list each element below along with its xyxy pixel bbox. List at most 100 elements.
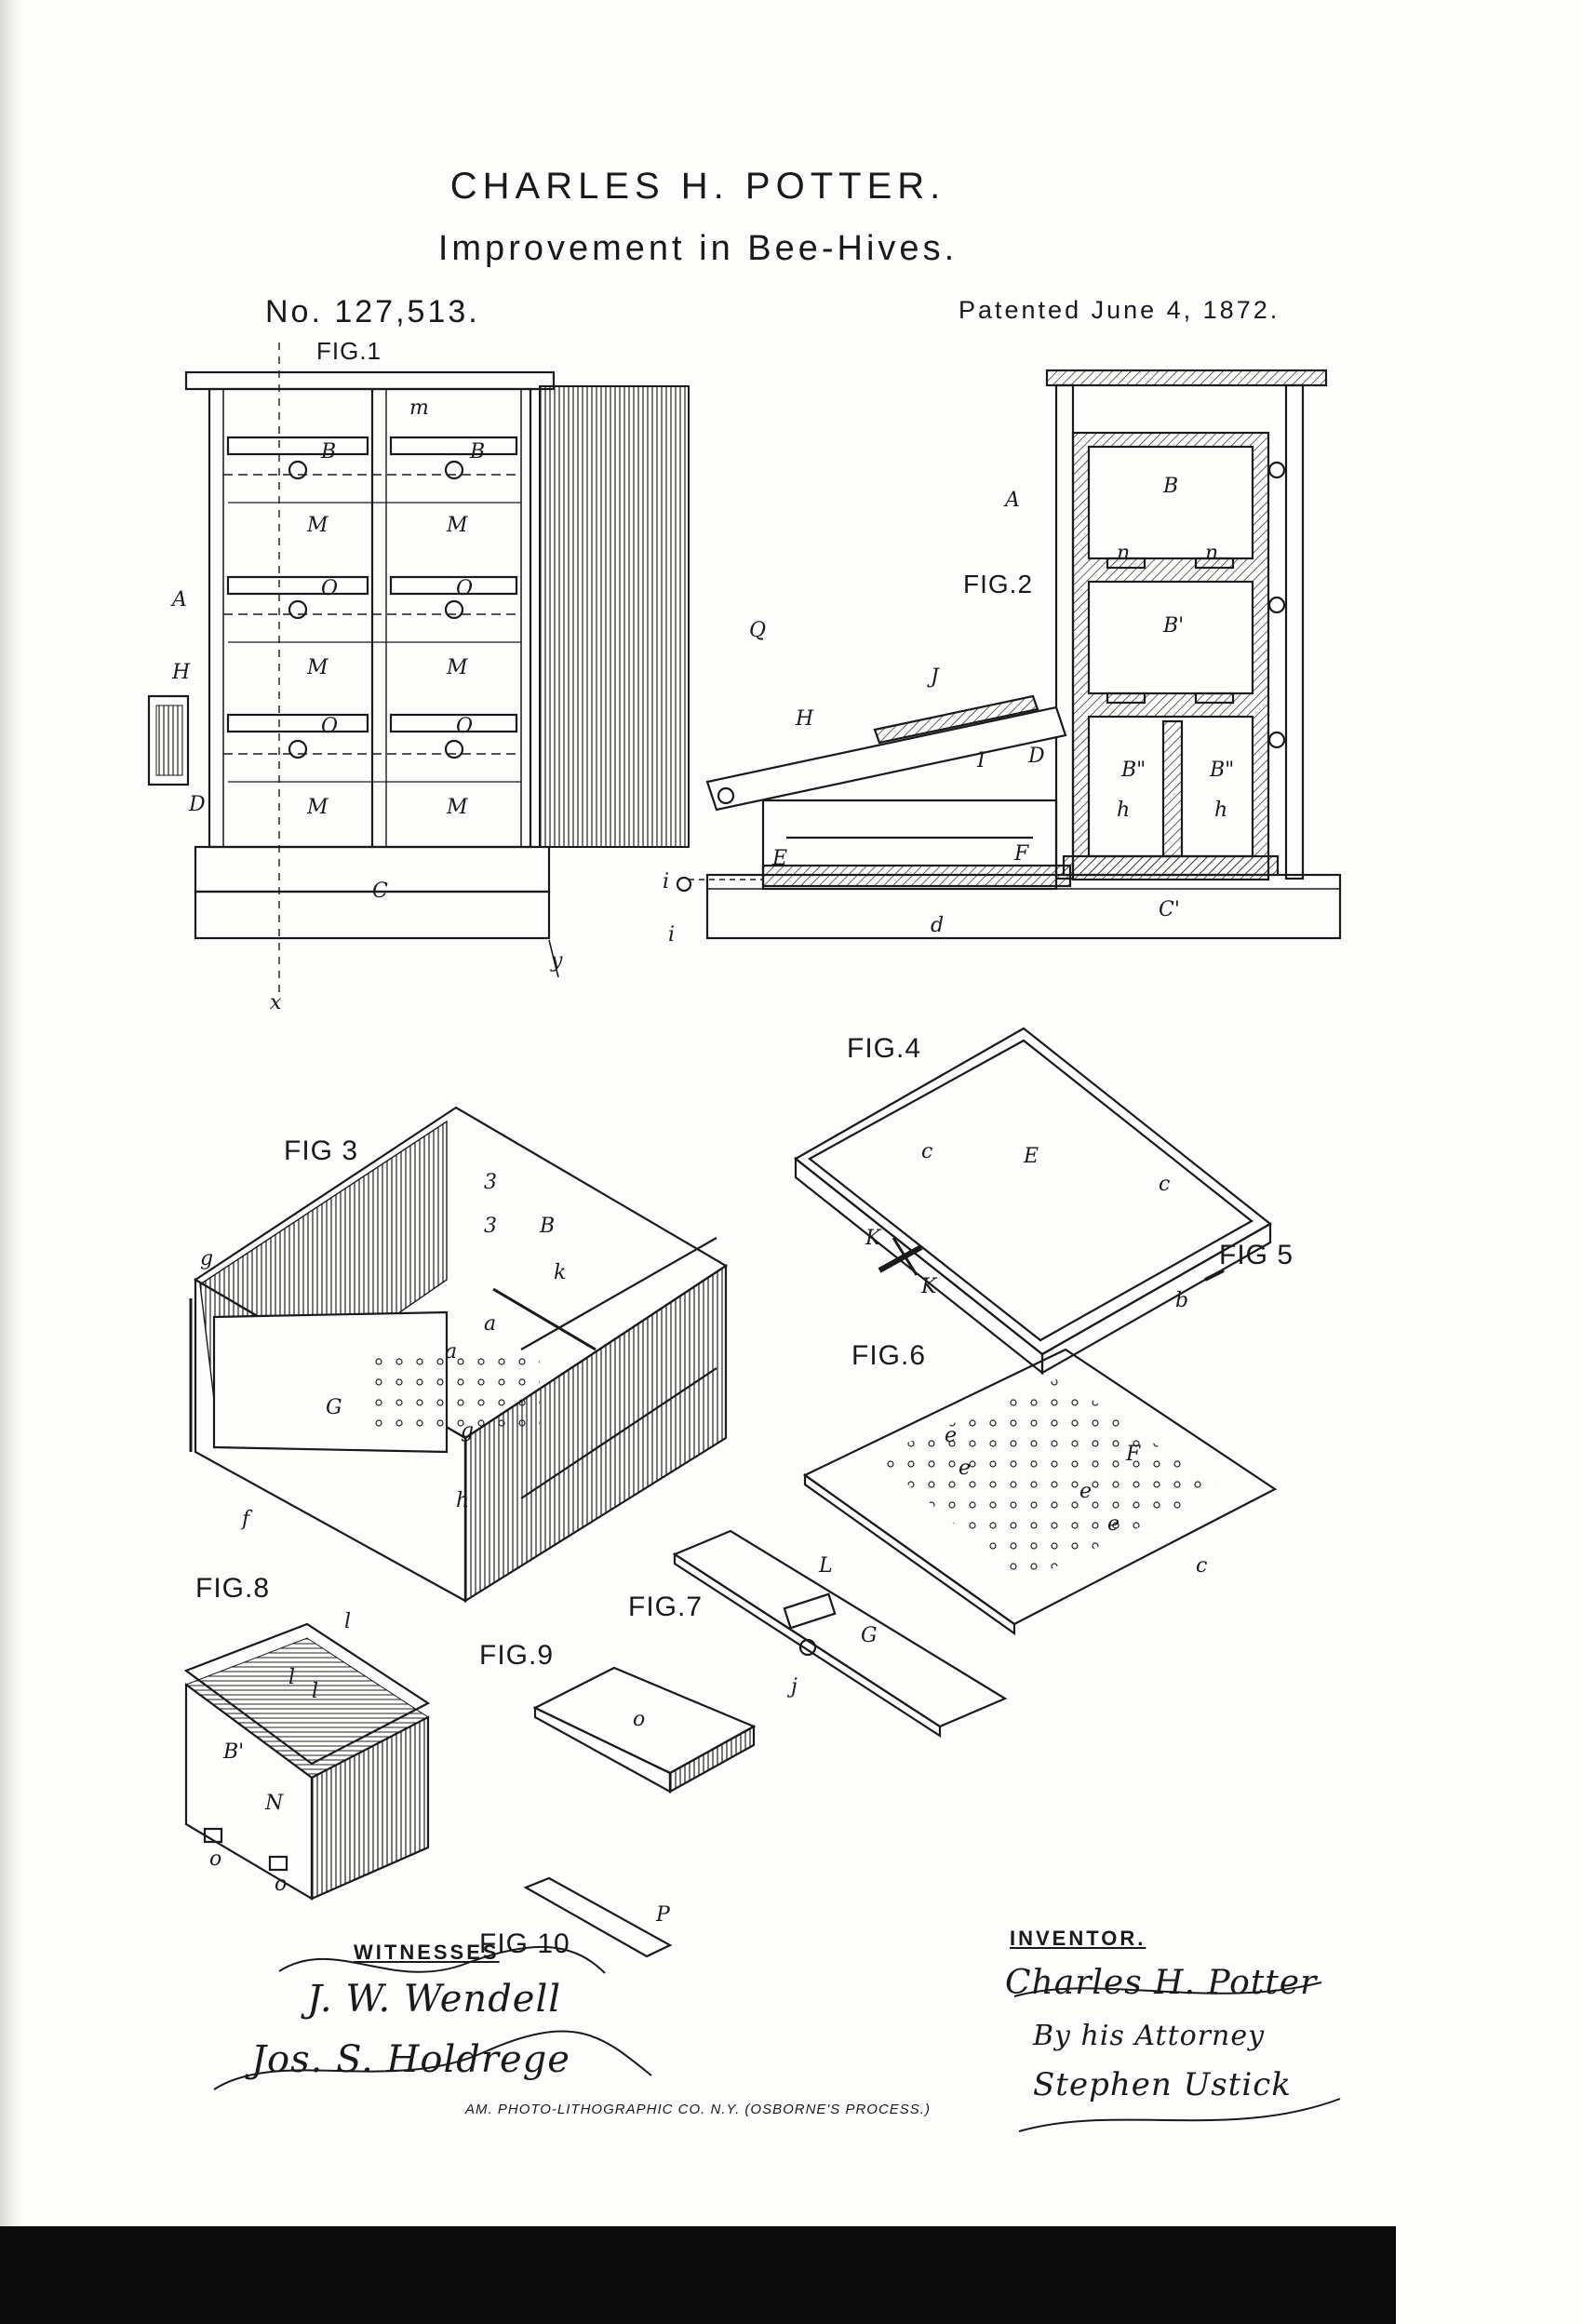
ref-m: M (447, 656, 468, 679)
fig1-caption: FIG.1 (316, 337, 382, 365)
ref-a: a (484, 1312, 497, 1336)
ref-b-double-prime: B" (1210, 759, 1235, 782)
patent-number: No. 127,513. (265, 294, 480, 329)
ref-x: x (270, 991, 282, 1014)
printer-imprint: AM. PHOTO-LITHOGRAPHIC CO. N.Y. (OSBORNE… (465, 2102, 931, 2117)
ref-n: n (1205, 542, 1219, 565)
ref-a: A (172, 588, 187, 611)
ref-a: a (445, 1340, 458, 1364)
ref-p: P (656, 1903, 670, 1927)
scan-left-edge (0, 0, 24, 2234)
fig7-slide (672, 1529, 1008, 1739)
fig10-strip (523, 1876, 673, 1958)
fig8-caption: FIG.8 (195, 1573, 271, 1604)
ref-d: D (1028, 745, 1045, 768)
ref-d: D (189, 793, 206, 816)
fig1-hive-front-elevation (147, 343, 690, 996)
ref-o: O (321, 715, 339, 738)
inventor-name: CHARLES H. POTTER. (449, 166, 946, 207)
ref-i: i (663, 870, 670, 893)
ref-b: B (540, 1215, 556, 1238)
ref-j: J (931, 665, 939, 689)
fig6-caption: FIG.6 (851, 1340, 927, 1371)
ref-i: i (668, 923, 676, 947)
ref-m: M (307, 796, 328, 819)
ref-h: h (1117, 799, 1131, 822)
ref-j: j (791, 1675, 798, 1699)
attorney-signature: Stephen Ustick (1033, 2066, 1292, 2103)
ref-l: l (344, 1610, 352, 1633)
ref-m: M (447, 796, 468, 819)
ref-b: B (1163, 475, 1179, 498)
ref-o: O (321, 577, 339, 600)
ref-c: c (1159, 1173, 1171, 1196)
ref-g: g (461, 1419, 475, 1443)
ref-g: g (200, 1247, 214, 1270)
ref-b-prime: B' (1163, 614, 1185, 638)
ref-f: f (242, 1508, 250, 1531)
ref-o: O (456, 577, 474, 600)
inventor-heading: INVENTOR. (1010, 1927, 1146, 1950)
ref-e: e (945, 1424, 958, 1447)
witness-signature: Jos. S. Holdrege (251, 2038, 570, 2081)
ref-o: O (456, 715, 474, 738)
patent-title: Improvement in Bee-Hives. (437, 229, 959, 268)
attorney-line: By his Attorney (1033, 2020, 1266, 2052)
fig9-block (532, 1666, 757, 1793)
ref-c-prime: C' (1159, 898, 1180, 921)
ref-b: B (470, 440, 486, 463)
fig6-perforated-plate (802, 1348, 1278, 1636)
ref-m: M (307, 514, 328, 537)
ref-b-double-prime: B" (1121, 759, 1146, 782)
ref-g: G (326, 1396, 342, 1419)
ref-a: A (1005, 489, 1020, 512)
ref-3: 3 (484, 1171, 497, 1194)
ref-g: G (861, 1624, 878, 1647)
ref-h: h (1214, 799, 1228, 822)
inventor-signature: Charles H. Potter (1005, 1964, 1318, 2002)
ref-o: o (633, 1708, 646, 1731)
ref-l: l (288, 1666, 296, 1689)
ref-b: b (1175, 1289, 1189, 1312)
fig9-caption: FIG.9 (479, 1640, 555, 1671)
ref-e: e (1079, 1480, 1093, 1503)
ref-l: L (819, 1554, 833, 1578)
fig2-caption: FIG.2 (963, 570, 1034, 598)
ref-f: F (1014, 842, 1029, 866)
ref-f: F (1126, 1443, 1141, 1466)
ref-m: M (447, 514, 468, 537)
ref-h: H (172, 661, 191, 684)
ref-e: E (772, 847, 788, 870)
ref-q: Q (749, 619, 767, 642)
ref-n: n (1117, 542, 1131, 565)
witnesses-heading: WITNESSES (354, 1941, 500, 1964)
ref-c: c (1196, 1554, 1208, 1578)
fig7-caption: FIG.7 (628, 1592, 704, 1622)
ref-c: C (372, 880, 388, 903)
ref-e: E (1024, 1145, 1039, 1168)
witness-signature: J. W. Wendell (307, 1978, 562, 2021)
ref-y: y (551, 949, 563, 973)
patent-date: Patented June 4, 1872. (959, 296, 1280, 324)
ref-c: c (921, 1140, 933, 1163)
ref-m: M (307, 656, 328, 679)
ref-3: 3 (484, 1215, 497, 1238)
ref-e: e (959, 1457, 972, 1480)
ref-o: o (209, 1847, 222, 1871)
ref-e: e (1107, 1512, 1120, 1536)
signature-flourishes (213, 1945, 1341, 2132)
ref-b: B (321, 440, 337, 463)
ref-h: H (796, 707, 814, 731)
fig4-caption: FIG.4 (847, 1033, 922, 1064)
fig8-section-box (183, 1622, 431, 1901)
ref-k: K (865, 1227, 881, 1250)
fig2-hive-section (676, 369, 1342, 940)
ref-m: m (409, 396, 429, 420)
ref-i: I (977, 749, 985, 772)
ref-o: o (275, 1873, 288, 1896)
ref-l: l (312, 1680, 319, 1703)
ref-n: N (265, 1792, 284, 1815)
fig4-tray (794, 1027, 1272, 1376)
